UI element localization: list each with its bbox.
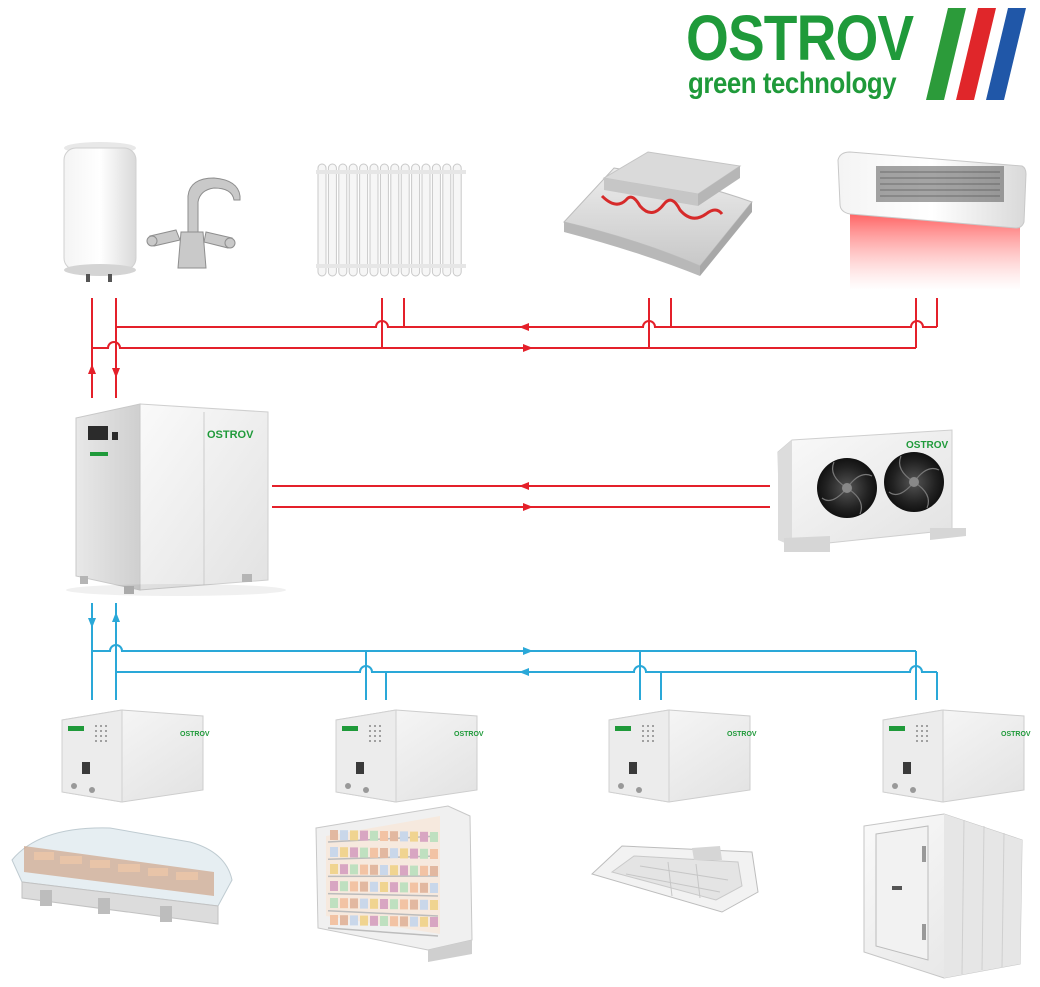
hot-supply-line: [92, 341, 916, 349]
cold-supply-line: [92, 644, 916, 652]
radiator-fin: [452, 163, 462, 277]
radiator-fin: [431, 163, 441, 277]
air-curtain-icon: [837, 151, 1027, 290]
radiator-fin: [369, 163, 379, 277]
multideck-showcase-icon: [315, 805, 473, 962]
radiator-fin: [327, 163, 337, 277]
radiator-fin: [411, 163, 421, 277]
refrigeration-unit-icon: OSTROV: [61, 709, 210, 803]
refrigeration-units: OSTROV OSTROV OSTROV OSTROV: [61, 709, 1031, 803]
unit-logo: OSTROV: [727, 731, 757, 738]
radiator-fin: [390, 163, 400, 277]
heat-pump-unit-icon: OSTROV: [66, 403, 286, 596]
flow-arrow-down: [112, 368, 120, 378]
radiator-fin: [400, 163, 410, 277]
flow-arrow-left: [519, 668, 529, 676]
flow-arrow-right: [523, 344, 533, 352]
hot-flow-arrows: [88, 323, 533, 511]
dry-cooler-logo: OSTROV: [906, 440, 949, 451]
flow-arrow-down: [88, 618, 96, 628]
faucet-icon: [146, 177, 241, 269]
water-heater-icon: [63, 142, 137, 282]
brand-tagline: green technology: [688, 67, 897, 100]
unit-logo: OSTROV: [1001, 731, 1031, 738]
radiator-top-rail: [316, 170, 466, 174]
showcase-shelves: [327, 830, 439, 937]
brand-stripe-blue: [986, 8, 1026, 100]
radiator-fin: [379, 163, 389, 277]
cold-room-icon: [863, 813, 1023, 979]
refrigeration-unit-icon: OSTROV: [608, 709, 757, 803]
flow-arrow-left: [519, 323, 529, 331]
hot-circuit-pipes: [91, 298, 938, 508]
radiator-fin: [338, 163, 348, 277]
underfloor-heating-icon: [563, 151, 753, 276]
cold-circuit-pipes: [91, 603, 938, 700]
refrigeration-unit-icon: OSTROV: [335, 709, 484, 803]
brand-stripes-icon: [926, 8, 1026, 100]
radiator-fin: [317, 163, 327, 277]
unit-logo: OSTROV: [180, 731, 210, 738]
brand-logo: OSTROV green technology: [680, 2, 1030, 106]
dry-cooler-icon: OSTROV: [777, 429, 966, 552]
unit-logo: OSTROV: [454, 731, 484, 738]
flow-arrow-right: [523, 503, 533, 511]
radiator-bottom-rail: [316, 264, 466, 268]
radiator-icon: [316, 163, 466, 277]
radiator-fin: [421, 163, 431, 277]
flow-arrow-up: [112, 612, 120, 622]
radiator-fin: [442, 163, 452, 277]
heat-pump-logo: OSTROV: [207, 429, 254, 441]
display-counter-icon: [11, 827, 233, 925]
flow-arrow-right: [523, 647, 533, 655]
radiator-fin: [348, 163, 358, 277]
cassette-ac-icon: [591, 845, 759, 913]
brand-stripe-red: [956, 8, 996, 100]
flow-arrow-up: [88, 364, 96, 374]
refrigeration-unit-icon: OSTROV: [882, 709, 1031, 803]
cold-flow-arrows: [88, 612, 533, 676]
brand-stripe-green: [926, 8, 966, 100]
radiator-fin: [359, 163, 369, 277]
brand-name: OSTROV: [686, 2, 914, 74]
flow-arrow-left: [519, 482, 529, 490]
